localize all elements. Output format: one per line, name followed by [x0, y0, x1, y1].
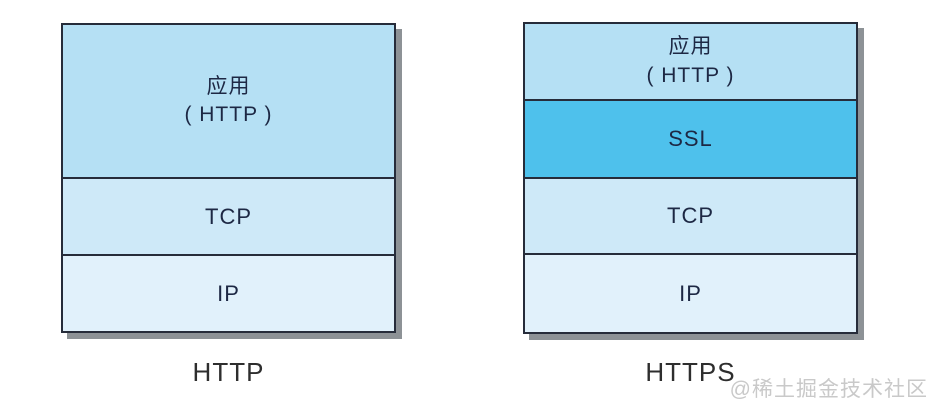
watermark: @稀土掘金技术社区: [729, 378, 928, 401]
https-ssl-label: SSL: [668, 126, 713, 152]
https-ip-label: IP: [679, 280, 702, 306]
https-application-label-line1: 应用: [668, 35, 713, 59]
https-tcp-layer: TCP: [525, 177, 856, 253]
http-tcp-layer: TCP: [63, 177, 394, 254]
http-application-layer: 应用 ( HTTP ): [63, 25, 394, 177]
http-ip-layer: IP: [63, 254, 394, 331]
https-ssl-layer: SSL: [525, 99, 856, 177]
https-tcp-label: TCP: [667, 203, 714, 229]
http-tcp-label: TCP: [205, 203, 252, 229]
https-stack: 应用 ( HTTP ) SSL TCP IP: [523, 22, 858, 334]
https-ip-layer: IP: [525, 253, 856, 332]
http-caption: HTTP: [192, 357, 265, 387]
http-application-label-line1: 应用: [206, 74, 251, 98]
http-ip-label: IP: [217, 280, 240, 306]
https-caption: HTTPS: [645, 357, 736, 387]
https-application-layer: 应用 ( HTTP ): [525, 24, 856, 99]
http-stack: 应用 ( HTTP ) TCP IP: [61, 23, 396, 333]
http-application-label-line2: ( HTTP ): [184, 103, 273, 126]
https-application-label-line2: ( HTTP ): [646, 63, 735, 87]
